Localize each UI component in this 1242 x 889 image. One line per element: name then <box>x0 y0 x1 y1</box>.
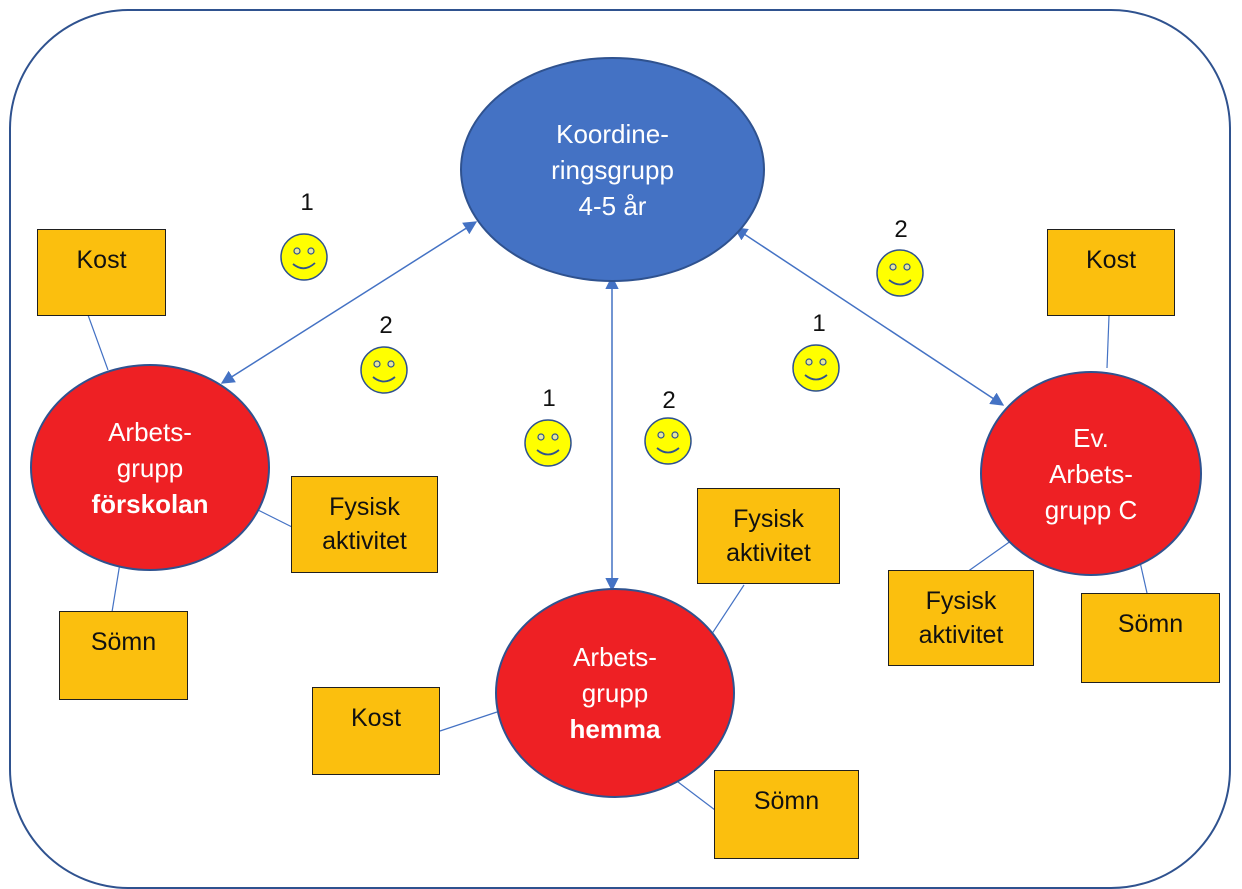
smiley-label-mid-right: 1 <box>812 310 826 337</box>
connector-preschool-sleep <box>111 562 121 613</box>
preschool-workgroup-node: Arbets- grupp förskolan <box>30 364 270 571</box>
preschool-line-2: grupp <box>116 452 184 483</box>
box-text-line: Fysisk <box>733 505 804 533</box>
preschool-diet-box: Kost <box>37 229 166 316</box>
box-text-line: Fysisk <box>925 587 997 615</box>
box-text-line: Kost <box>76 246 127 274</box>
home-line-2: grupp <box>581 678 649 708</box>
connector-preschool-diet <box>87 314 109 371</box>
c-diet-box: Kost <box>1047 229 1175 316</box>
coordination-line-3: 4-5 år <box>578 190 647 221</box>
smiley-face-icon <box>360 346 408 394</box>
group-c-line-3: grupp C <box>1044 494 1138 525</box>
coordination-line-1: Koordine- <box>556 118 669 149</box>
box-text-line: Sömn <box>90 628 157 656</box>
home-line-3: hemma <box>569 714 661 744</box>
group-c-line-2: Arbets- <box>1049 458 1133 489</box>
preschool-sleep-box: Sömn <box>59 611 188 700</box>
connector-home-diet <box>439 711 498 732</box>
connector-layer <box>87 221 1148 811</box>
diagram-canvas: Koordine- ringsgrupp 4-5 år Arbets- grup… <box>9 9 1231 889</box>
smiley-face-icon <box>524 419 572 467</box>
home-diet-box: Kost <box>312 687 440 775</box>
smiley-face-icon <box>644 417 692 465</box>
smiley-face-icon <box>792 344 840 392</box>
box-text-line: Fysisk <box>329 493 400 521</box>
preschool-activity-box: Fysisk aktivitet <box>291 476 438 573</box>
group-c-line-1: Ev. <box>1073 422 1109 453</box>
connector-preschool-activity <box>257 509 293 528</box>
smiley-label-top-left: 1 <box>300 189 314 216</box>
coordination-line-2: ringsgrupp <box>551 154 674 185</box>
c-activity-box: Fysisk aktivitet <box>888 570 1034 666</box>
box-text-line: aktivitet <box>918 621 1004 649</box>
coordination-group-node: Koordine- ringsgrupp 4-5 år <box>460 57 765 282</box>
home-sleep-box: Sömn <box>714 770 859 859</box>
smiley-label-mid-left: 2 <box>379 312 393 339</box>
connector-c-sleep <box>1139 561 1148 594</box>
home-workgroup-node: Arbets- grupp hemma <box>495 588 735 798</box>
preschool-line-3: förskolan <box>91 488 209 519</box>
smiley-face-icon <box>280 233 328 281</box>
c-sleep-box: Sömn <box>1081 593 1220 683</box>
connector-home-sleep <box>677 781 716 811</box>
arrow-coordination-group-c <box>733 227 1005 406</box>
arrow-coordination-preschool <box>220 221 478 384</box>
smiley-label-top-right: 2 <box>894 216 908 243</box>
preschool-line-1: Arbets- <box>108 416 192 447</box>
smiley-label-center-right: 2 <box>662 387 676 414</box>
home-line-1: Arbets- <box>573 642 657 672</box>
box-text-line: aktivitet <box>726 539 811 567</box>
home-activity-box: Fysisk aktivitet <box>697 488 840 584</box>
box-text-line: Kost <box>1085 246 1137 274</box>
smiley-face-icon <box>876 249 924 297</box>
group-c-node: Ev. Arbets- grupp C <box>980 371 1202 576</box>
connector-c-activity <box>966 537 1016 573</box>
connector-c-diet <box>1106 315 1110 369</box>
box-text-line: Kost <box>350 704 402 732</box>
box-text-line: aktivitet <box>322 527 407 555</box>
box-text-line: Sömn <box>1117 610 1184 638</box>
smiley-label-center-left: 1 <box>542 385 556 412</box>
box-text-line: Sömn <box>753 787 820 815</box>
